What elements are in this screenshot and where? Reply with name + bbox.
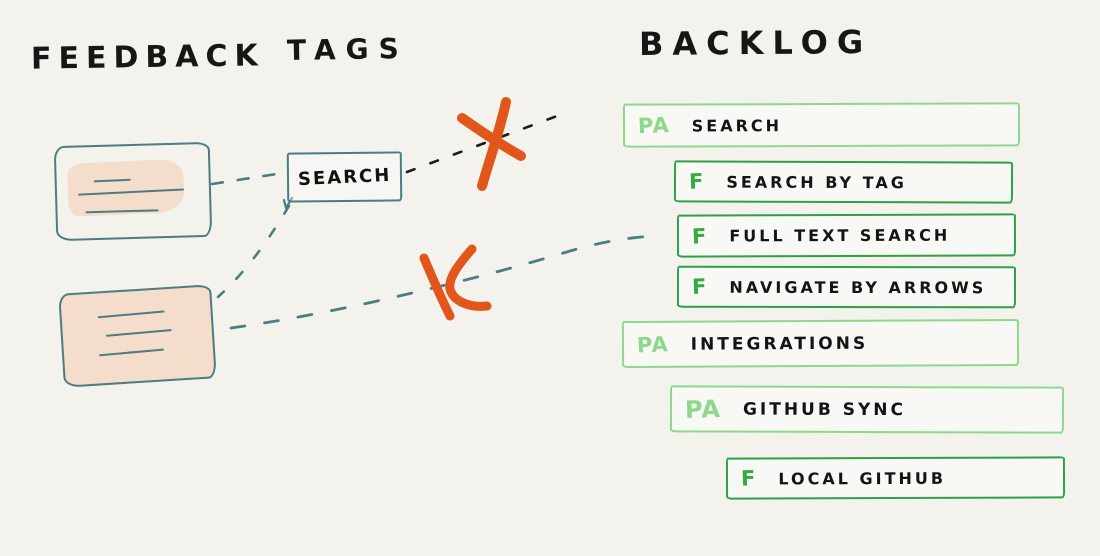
backlog-item-label: LOCAL GITHUB — [778, 468, 947, 488]
backlog-item-label: GITHUB SYNC — [742, 399, 907, 420]
text-line — [97, 310, 165, 319]
backlog-item-search-by-tag[interactable]: F SEARCH BY TAG — [673, 160, 1014, 204]
link-search-tag-to-card2 — [216, 204, 291, 299]
link-card1-to-search-tag — [210, 171, 285, 186]
backlog-column-title: BACKLOG — [638, 22, 873, 64]
backlog-item-navigate-by-arrows[interactable]: F NAVIGATE BY ARROWS — [676, 265, 1017, 309]
rejection-cross-1 — [457, 97, 526, 191]
feature-badge: F — [691, 274, 708, 299]
text-line — [99, 348, 165, 357]
link-card2-to-backlog-item — [229, 234, 659, 330]
feature-badge: F — [688, 169, 705, 194]
backlog-item-label: INTEGRATIONS — [690, 333, 869, 355]
parent-badge: PA — [636, 331, 670, 358]
backlog-item-github-sync[interactable]: PA GITHUB SYNC — [669, 385, 1065, 434]
tags-column-title: TAGS — [286, 31, 410, 68]
search-tag-label: SEARCH — [297, 164, 392, 190]
feedback-card-1[interactable] — [53, 141, 213, 242]
backlog-item-local-github[interactable]: F LOCAL GITHUB — [725, 456, 1066, 500]
text-line — [105, 328, 172, 338]
backlog-item-integrations[interactable]: PA INTEGRATIONS — [621, 318, 1020, 369]
backlog-item-search[interactable]: PA SEARCH — [622, 102, 1021, 148]
feedback-card-2[interactable] — [58, 284, 217, 388]
backlog-item-label: SEARCH BY TAG — [726, 172, 907, 192]
backlog-item-full-text-search[interactable]: F FULL TEXT SEARCH — [676, 213, 1017, 258]
highlight-blob — [66, 158, 186, 217]
backlog-item-label: SEARCH — [691, 115, 783, 135]
rejection-cross-2 — [419, 244, 492, 321]
parent-badge: PA — [684, 394, 722, 424]
feedback-column-title: FEEDBACK — [30, 38, 265, 77]
feature-badge: F — [691, 223, 708, 249]
search-tag[interactable]: SEARCH — [286, 151, 403, 203]
backlog-item-label: NAVIGATE BY ARROWS — [729, 277, 987, 297]
backlog-item-label: FULL TEXT SEARCH — [729, 225, 951, 246]
feature-badge: F — [740, 466, 757, 491]
parent-badge: PA — [637, 112, 671, 139]
link-search-tag-to-backlog — [405, 114, 559, 174]
